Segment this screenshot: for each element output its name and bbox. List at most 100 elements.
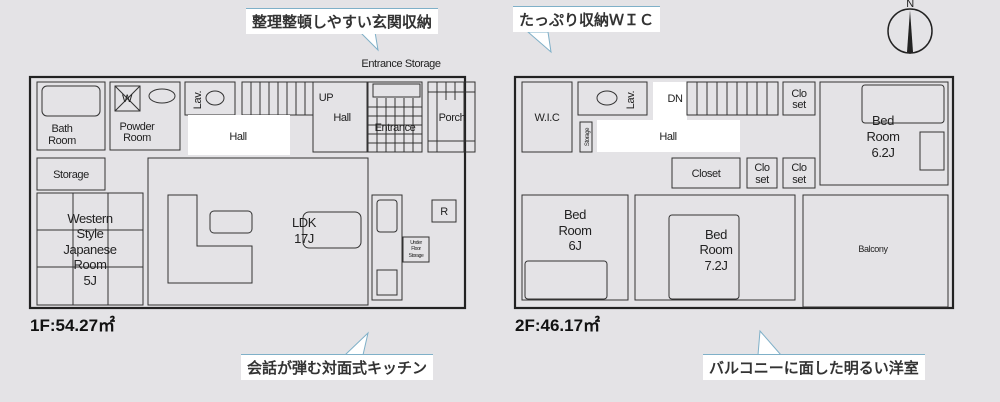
bed-room-3: [634, 194, 796, 301]
callout-pointer: [757, 329, 783, 356]
label-washer: W: [122, 93, 133, 105]
label-storage: Storage: [53, 169, 89, 181]
floor-2-area: 2F:46.17㎡: [515, 315, 600, 335]
label-bath: Room: [48, 135, 76, 147]
label-bed-room: 7.2J: [705, 258, 728, 273]
coffee-table: [209, 210, 253, 234]
label-closet-set: set: [755, 174, 769, 186]
callout-pointer: [358, 31, 379, 52]
label-lav: Lav.: [625, 90, 637, 109]
closet-set-1: [782, 81, 816, 116]
label-hall: Hall: [659, 131, 676, 143]
label-ldk: LDK: [292, 215, 317, 230]
label-ldk: 17J: [294, 231, 314, 246]
hall-2f: [597, 120, 740, 152]
compass-label: N: [906, 0, 914, 10]
powder-room: [109, 81, 181, 151]
label-refrigerator: R: [440, 206, 448, 218]
bed: [668, 214, 740, 300]
bed: [861, 84, 945, 124]
label-up: UP: [319, 92, 334, 104]
label-bed-room: Bed: [564, 207, 586, 222]
label-japanese: Japanese: [63, 242, 116, 257]
bed: [524, 260, 608, 300]
hall-upper: [312, 81, 368, 153]
label-hall: Hall: [229, 131, 246, 143]
storage-2f: [579, 121, 593, 153]
floor-2: [513, 75, 955, 310]
porch: [427, 81, 476, 153]
stairs-2f: [686, 81, 779, 116]
bed-room-1: [819, 81, 949, 186]
label-bath: Bath: [51, 123, 72, 135]
ldk: [147, 157, 369, 306]
label-entrance: Entrance: [375, 122, 416, 134]
closet: [671, 157, 741, 189]
floor-1: [28, 75, 476, 310]
label-bed-room: 6J: [569, 238, 582, 253]
storage-1f: [36, 157, 106, 191]
label-bed-room: Room: [558, 223, 591, 238]
balcony: [802, 194, 949, 308]
label-powder: Powder: [120, 121, 156, 133]
callout-pointer: [526, 31, 552, 54]
toilet-icon: [596, 90, 618, 106]
label-closet-set: set: [792, 99, 806, 111]
entrance-storage: [372, 83, 421, 98]
label-bed-room: 6.2J: [872, 145, 895, 160]
stairs-1f: [241, 81, 314, 116]
label-under-floor: Storage: [409, 253, 424, 259]
bathtub: [41, 85, 101, 117]
label-hall: Hall: [333, 112, 350, 124]
label-dn: DN: [667, 93, 683, 105]
washer: [114, 85, 141, 112]
dining-table: [302, 211, 362, 249]
callout-entrance-storage: 整理整頓しやすい玄関収納: [246, 8, 438, 34]
label-closet-set: Clo: [754, 162, 770, 174]
kitchen-sink: [376, 199, 398, 233]
label-japanese: 5J: [84, 273, 97, 288]
desk: [919, 131, 945, 171]
label-balcony: Balcony: [858, 244, 888, 254]
floor-1-area: 1F:54.27㎡: [30, 315, 115, 335]
label-closet-set: set: [792, 174, 806, 186]
label-bed-room: Bed: [705, 227, 727, 242]
entrance: [367, 81, 423, 153]
hall-1f: [188, 115, 290, 155]
lavatory-2f: [577, 81, 648, 116]
label-closet-set: Clo: [791, 88, 807, 100]
closet-set-2: [746, 157, 778, 189]
under-floor-storage: [402, 236, 430, 263]
label-lav: Lav.: [192, 90, 204, 109]
label-under-floor: Under: [410, 240, 422, 246]
label-closet: Closet: [692, 168, 721, 180]
bath-room: [36, 81, 106, 151]
label-storage: Storage: [585, 127, 591, 146]
closet-set-3: [782, 157, 816, 189]
label-bed-room: Room: [699, 242, 732, 257]
callout-wic: たっぷり収納ＷＩＣ: [513, 6, 661, 32]
label-japanese: Style: [77, 226, 104, 241]
label-entrance-storage: Entrance Storage: [361, 58, 440, 70]
callout-bedroom: バルコニーに面した明るい洋室: [703, 354, 925, 380]
label-japanese: Room: [73, 257, 106, 272]
stove-icon: [376, 269, 398, 296]
label-closet-set: Clo: [791, 162, 807, 174]
label-japanese: Western: [67, 211, 113, 226]
sink: [148, 88, 176, 104]
toilet-icon: [205, 90, 225, 106]
north-compass-icon: N: [887, 0, 933, 54]
bed-room-2: [521, 194, 629, 301]
refrigerator: [431, 199, 457, 223]
sofa: [167, 194, 253, 284]
callout-pointer: [343, 331, 369, 356]
walk-in-closet: [521, 81, 573, 153]
kitchen-counter: [371, 194, 403, 301]
label-wic: W.I.C: [535, 112, 560, 124]
label-under-floor: Floor: [411, 246, 421, 252]
japanese-room: [36, 192, 144, 306]
label-bed-room: Room: [866, 129, 899, 144]
label-powder: Room: [123, 132, 151, 144]
callout-kitchen: 会話が弾む対面式キッチン: [241, 354, 434, 380]
